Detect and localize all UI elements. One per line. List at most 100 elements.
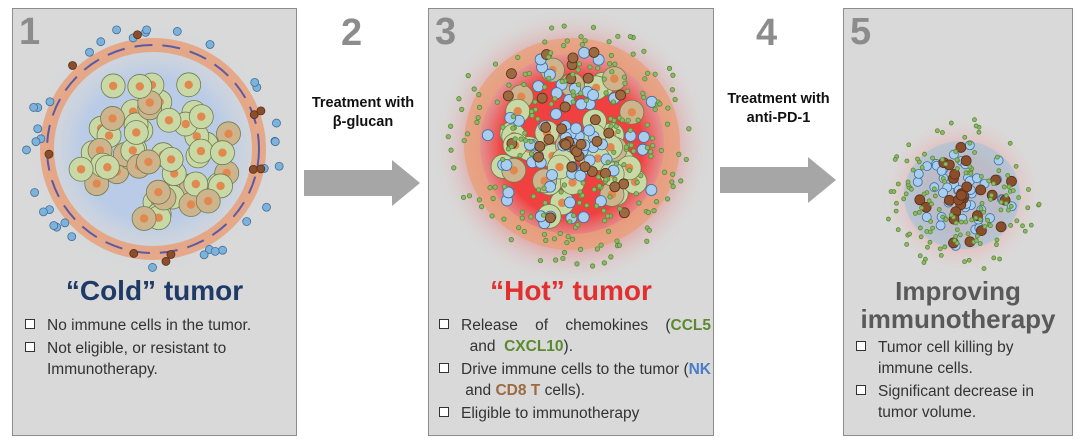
immune-dot	[1016, 195, 1022, 200]
immune-dot	[578, 246, 584, 252]
immune-dot	[892, 157, 898, 162]
cell-nucleus	[128, 146, 138, 155]
step-number-4: 4	[756, 12, 778, 54]
immune-dot	[653, 199, 660, 205]
immune-dot	[578, 34, 584, 40]
hot-tumor-title: “Hot” tumor	[490, 275, 652, 306]
immune-dot	[532, 80, 545, 93]
immune-dot	[953, 234, 959, 239]
immune-dot	[60, 218, 70, 228]
cell-nucleus	[108, 114, 117, 123]
immune-dot	[528, 138, 534, 145]
immune-dot	[979, 200, 985, 206]
immune-dot	[1003, 200, 1009, 206]
immune-dot	[607, 116, 614, 122]
immune-dot	[909, 186, 914, 192]
immune-dot	[934, 128, 940, 134]
bullet-item: Eligible to immunotherapy	[439, 403, 711, 424]
immune-dot	[611, 149, 617, 155]
immune-dot	[172, 27, 182, 36]
step-number-1: 1	[19, 11, 41, 53]
immune-dot	[644, 238, 650, 244]
immune-dot	[994, 237, 1000, 243]
immune-dot	[595, 65, 601, 71]
immune-dot	[31, 137, 41, 147]
immune-dot	[557, 230, 563, 237]
immune-dot	[44, 149, 54, 159]
immune-dot	[570, 99, 576, 105]
cell-nucleus	[186, 200, 196, 209]
immune-dot	[664, 121, 671, 127]
immune-dot	[242, 217, 252, 226]
immune-dot	[625, 117, 631, 123]
immune-dot	[959, 219, 964, 225]
immune-dot	[516, 225, 522, 231]
immune-dot	[891, 189, 897, 194]
immune-dot	[918, 234, 924, 240]
immune-dot	[913, 168, 924, 179]
immune-dot	[648, 153, 654, 159]
immune-dot	[519, 209, 526, 215]
immune-dot	[636, 200, 642, 206]
immune-dot	[543, 237, 549, 243]
immune-dot	[502, 186, 515, 199]
immune-dot	[893, 208, 899, 214]
checkbox-icon	[25, 342, 35, 352]
immune-dot	[492, 61, 499, 67]
immune-dot	[1026, 187, 1031, 192]
immune-dot	[646, 227, 652, 233]
immune-dot	[954, 166, 960, 171]
immune-dot	[922, 151, 927, 157]
immune-dot	[476, 104, 483, 110]
immune-dot	[906, 142, 912, 148]
panel-hot-tumor: 3 “Hot” tumor Release of chemokines (CCL…	[428, 8, 714, 436]
cell-nucleus	[166, 155, 176, 164]
cell-nucleus	[154, 187, 163, 197]
immune-dot	[549, 25, 555, 31]
immune-dot	[609, 69, 615, 75]
immune-dot	[575, 222, 581, 228]
immune-dot	[129, 249, 139, 258]
immune-dot	[476, 92, 482, 98]
immune-dot	[929, 201, 934, 207]
immune-dot	[606, 39, 612, 45]
immune-dot	[589, 114, 601, 126]
immune-dot	[270, 137, 280, 147]
immune-dot	[638, 173, 644, 179]
immune-dot	[930, 225, 936, 231]
immune-dot	[925, 244, 930, 250]
immune-dot	[991, 181, 996, 187]
immune-dot	[907, 231, 912, 237]
tumor-cell-cluster	[68, 72, 241, 231]
immune-dot	[579, 41, 585, 48]
immune-dot	[627, 127, 634, 133]
immune-dot	[67, 232, 77, 241]
immune-dot	[981, 209, 986, 215]
immune-dot	[986, 178, 992, 184]
immune-dot	[574, 261, 580, 267]
immune-dot	[943, 217, 949, 222]
immune-dot	[582, 38, 588, 44]
arrow-right-icon	[304, 160, 420, 206]
immune-dot	[601, 260, 607, 266]
immune-dot	[921, 260, 927, 265]
immune-dot	[548, 101, 554, 107]
immune-dot	[652, 106, 658, 112]
immune-dot	[33, 124, 43, 134]
immune-dot	[523, 137, 529, 144]
bullet-item: Significant decrease in tumor volume.	[856, 381, 1070, 423]
immune-dot	[669, 179, 675, 185]
immune-dot	[619, 117, 625, 123]
immune-dot	[530, 193, 537, 199]
immune-dot	[974, 233, 980, 239]
immune-dot	[644, 145, 650, 151]
immune-dot	[1014, 218, 1020, 224]
immune-dot	[587, 89, 600, 101]
immune-dot	[506, 68, 517, 80]
immune-dot	[1006, 184, 1012, 190]
immune-dot	[465, 73, 471, 79]
immune-dot	[658, 147, 664, 154]
cell-nucleus	[145, 98, 154, 107]
immune-dot	[630, 51, 636, 57]
immune-dot	[543, 134, 555, 145]
